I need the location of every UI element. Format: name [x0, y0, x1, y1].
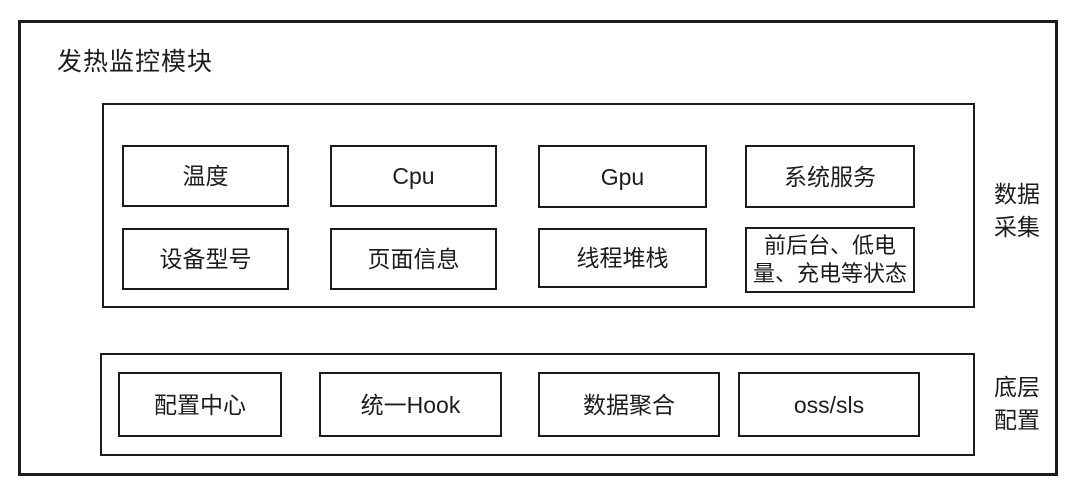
box-label-line2: 量、充电等状态	[752, 261, 907, 286]
box-label: Gpu	[600, 163, 645, 190]
box-label: 线程堆栈	[576, 245, 669, 271]
box-temperature: 温度	[122, 145, 289, 207]
box-oss-sls: oss/sls	[738, 372, 920, 437]
box-label: 设备型号	[159, 246, 252, 272]
box-unified-hook: 统一Hook	[319, 372, 502, 437]
label-line2: 采集	[994, 214, 1040, 240]
box-label: 页面信息	[367, 246, 460, 272]
box-system-services: 系统服务	[745, 145, 915, 208]
box-label: 数据聚合	[583, 391, 675, 418]
box-label: Cpu	[392, 163, 435, 189]
box-label-line1: 前后台、低电	[763, 233, 896, 258]
box-gpu: Gpu	[538, 145, 707, 208]
box-data-aggregation: 数据聚合	[538, 372, 720, 437]
box-thread-stack: 线程堆栈	[538, 228, 707, 288]
box-label: oss/sls	[793, 391, 865, 418]
diagram-title: 发热监控模块	[57, 48, 214, 76]
box-cpu: Cpu	[330, 145, 497, 207]
box-label: 系统服务	[784, 163, 876, 190]
box-label: 统一Hook	[360, 391, 461, 418]
label-base-config: 底层 配置	[975, 367, 1059, 441]
box-config-center: 配置中心	[118, 372, 282, 437]
label-data-collection: 数据 采集	[975, 172, 1059, 250]
label-line1: 数据	[994, 181, 1040, 207]
box-device-model: 设备型号	[122, 228, 289, 290]
label-line1: 底层	[994, 374, 1040, 400]
label-line2: 配置	[994, 407, 1040, 433]
box-foreground-battery-status: 前后台、低电 量、充电等状态	[745, 227, 915, 293]
box-page-info: 页面信息	[330, 228, 497, 290]
box-label: 配置中心	[154, 391, 246, 418]
box-label: 温度	[182, 163, 229, 189]
